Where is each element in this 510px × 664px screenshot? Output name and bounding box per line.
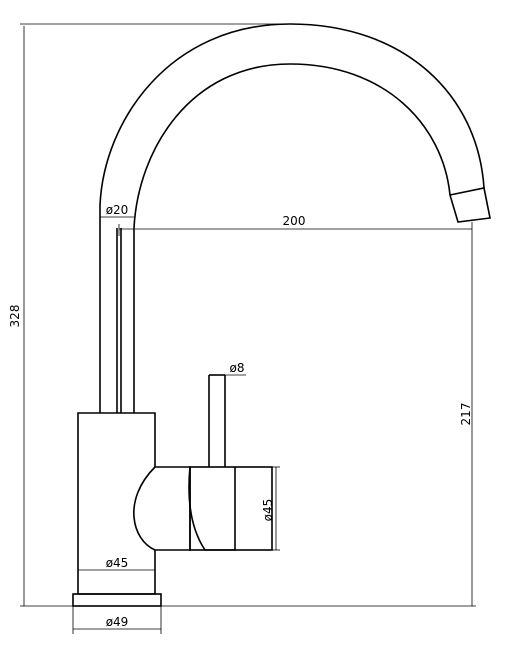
- dim-body-diameter: ø45: [106, 556, 129, 570]
- dimension-lines: 328 200 217 ø20 ø8 ø45 ø45 ø49: [8, 23, 476, 634]
- dim-spout-height: 217: [459, 403, 473, 426]
- spout-arc-inner: [133, 63, 451, 229]
- spout-tip: [448, 187, 491, 223]
- dim-mixer-diameter: ø45: [261, 499, 275, 522]
- mixer-cylinder: [189, 466, 273, 551]
- dim-handle-diameter: ø8: [230, 361, 245, 375]
- spout-arc-outer: [99, 23, 485, 206]
- base-plate: [72, 593, 162, 607]
- main-body: [77, 412, 156, 595]
- dim-spout-reach: 200: [283, 214, 306, 228]
- faucet-outline: [72, 23, 491, 607]
- dim-total-height: 328: [8, 305, 22, 328]
- dim-base-diameter: ø49: [106, 615, 129, 629]
- dim-spout-diameter: ø20: [106, 203, 129, 217]
- mixer-joint: [188, 466, 236, 551]
- lever-hub: [133, 466, 191, 551]
